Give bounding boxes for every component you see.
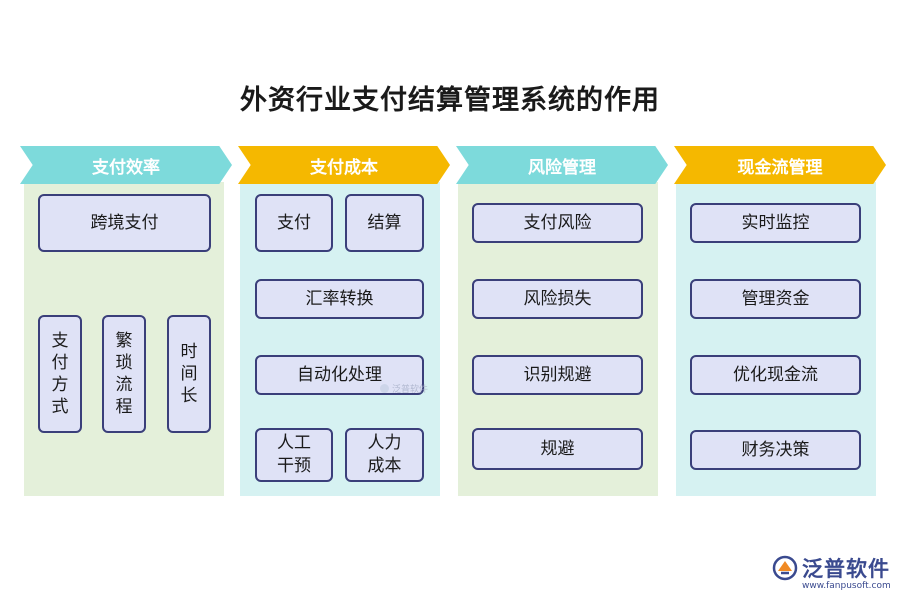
column-2-item-6: 人力成本	[345, 428, 424, 482]
watermark-text: 泛普软件	[392, 385, 429, 395]
column-1-item-3: 繁琐流程	[102, 315, 146, 433]
column-1-item-2: 支付方式	[38, 315, 82, 433]
column-3-item-2: 风险损失	[472, 279, 643, 319]
column-3-header: 风险管理	[456, 146, 668, 184]
column-3-item-3: 识别规避	[472, 355, 643, 395]
column-2-item-3: 汇率转换	[255, 279, 424, 319]
logo-url: www.fanpusoft.com	[802, 581, 891, 591]
column-2-item-5: 人工干预	[255, 428, 333, 482]
column-2-item-5-text: 人工干预	[276, 433, 311, 476]
column-2-item-1: 支付	[255, 194, 333, 252]
watermark: 泛普软件	[380, 382, 428, 395]
column-2-item-4: 自动化处理	[255, 355, 424, 395]
logo-name: 泛普软件	[802, 557, 890, 581]
column-4-item-1: 实时监控	[690, 203, 861, 243]
column-4-item-2: 管理资金	[690, 279, 861, 319]
column-3-item-1: 支付风险	[472, 203, 643, 243]
brand-logo: 泛普软件 www.fanpusoft.com	[772, 553, 892, 593]
column-2-header: 支付成本	[238, 146, 450, 184]
column-1-item-2-text: 支付方式	[51, 330, 69, 418]
column-3-item-4: 规避	[472, 428, 643, 470]
column-4-header: 现金流管理	[674, 146, 886, 184]
watermark-icon	[380, 384, 389, 393]
column-1-item-1: 跨境支付	[38, 194, 211, 252]
column-1-header: 支付效率	[20, 146, 232, 184]
column-2-item-2: 结算	[345, 194, 424, 252]
column-1-item-4: 时间长	[167, 315, 211, 433]
column-1-item-4-text: 时间长	[180, 341, 198, 407]
diagram-title: 外资行业支付结算管理系统的作用	[240, 85, 660, 116]
column-4-item-4: 财务决策	[690, 430, 861, 470]
column-2-item-6-text: 人力成本	[367, 433, 402, 476]
column-1-item-3-text: 繁琐流程	[115, 330, 133, 418]
column-4-item-3: 优化现金流	[690, 355, 861, 395]
fanpu-logo-icon	[772, 555, 798, 581]
